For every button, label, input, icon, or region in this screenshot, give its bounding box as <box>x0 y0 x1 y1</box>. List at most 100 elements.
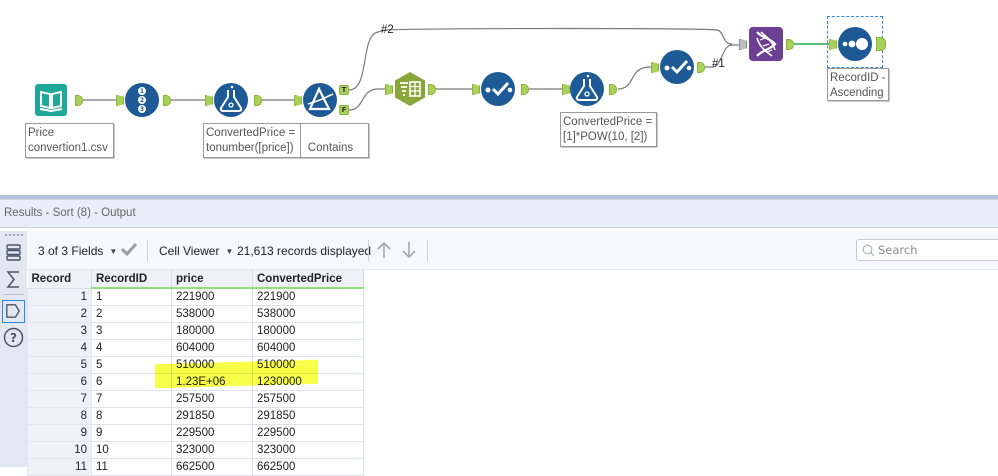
drag-grip-icon[interactable] <box>5 234 23 236</box>
cell-viewer-dropdown[interactable]: Cell Viewer▼ <box>159 244 233 258</box>
tool-sort[interactable] <box>837 26 873 62</box>
row-number-cell[interactable]: 3 <box>27 321 92 340</box>
data-view-button[interactable] <box>3 242 24 263</box>
price-cell[interactable]: 1.23E+06 <box>171 372 253 391</box>
column-header-recordid[interactable]: RecordID <box>91 270 172 289</box>
search-input[interactable] <box>878 242 998 258</box>
price-cell[interactable]: 180000 <box>171 321 253 340</box>
price-cell[interactable]: 221900 <box>171 287 253 306</box>
price-cell[interactable]: 604000 <box>171 338 253 357</box>
row-number-cell[interactable]: 4 <box>27 338 92 357</box>
tool-select-2[interactable] <box>659 49 695 85</box>
filter-true-anchor[interactable]: T <box>339 85 349 95</box>
filter-input-anchor[interactable] <box>294 95 302 106</box>
price-cell[interactable]: 229500 <box>171 423 253 442</box>
recordid-cell[interactable]: 3 <box>91 321 172 340</box>
recordid-cell[interactable]: 8 <box>91 406 172 425</box>
output-view-button[interactable] <box>2 300 25 323</box>
union-input-anchor[interactable] <box>739 39 747 50</box>
filter-false-anchor[interactable]: F <box>339 105 349 115</box>
select1-input-anchor[interactable] <box>472 84 480 95</box>
column-header-record[interactable]: Record <box>27 270 92 289</box>
recordid-cell[interactable]: 6 <box>91 372 172 391</box>
convertedprice-cell[interactable]: 323000 <box>252 440 364 459</box>
sort-input-anchor[interactable] <box>829 39 837 50</box>
select2-output-anchor[interactable] <box>697 62 705 73</box>
fields-selector-dropdown[interactable]: 3 of 3 Fields▼ <box>38 244 117 258</box>
input-output-anchor[interactable] <box>75 95 83 106</box>
metadata-view-button[interactable] <box>3 269 24 290</box>
convertedprice-cell[interactable]: 180000 <box>252 321 364 340</box>
price-cell[interactable]: 291850 <box>171 406 253 425</box>
price-cell[interactable]: 538000 <box>171 304 253 323</box>
convertedprice-cell[interactable]: 604000 <box>252 338 364 357</box>
tool-text-to-columns[interactable] <box>392 71 428 107</box>
price-cell[interactable]: 510000 <box>171 355 253 374</box>
scroll-down-button[interactable] <box>401 241 417 262</box>
convertedprice-cell[interactable]: 221900 <box>252 287 364 306</box>
row-number-cell[interactable]: 8 <box>27 406 92 425</box>
formula1-input-anchor[interactable] <box>205 95 213 106</box>
apply-checkmark-button[interactable] <box>120 240 138 261</box>
sigma-icon <box>6 271 19 288</box>
row-number-cell[interactable]: 6 <box>27 372 92 391</box>
sort-output-anchor[interactable] <box>876 37 886 51</box>
select1-output-anchor[interactable] <box>521 84 529 95</box>
row-number-cell[interactable]: 5 <box>27 355 92 374</box>
recordid-cell[interactable]: 2 <box>91 304 172 323</box>
convertedprice-cell[interactable]: 291850 <box>252 406 364 425</box>
union-output-anchor[interactable] <box>786 39 794 50</box>
price-cell[interactable]: 257500 <box>171 389 253 408</box>
recordid-cell[interactable]: 7 <box>91 389 172 408</box>
search-box[interactable] <box>856 239 998 261</box>
tool-select-1[interactable] <box>480 71 516 107</box>
scroll-up-button[interactable] <box>376 241 392 262</box>
recordid-cell[interactable]: 10 <box>91 440 172 459</box>
tool-input-data[interactable] <box>33 82 69 118</box>
recordid-cell[interactable]: 9 <box>91 423 172 442</box>
row-number-cell[interactable]: 2 <box>27 304 92 323</box>
recordid-input-anchor[interactable] <box>116 95 124 106</box>
rail-divider <box>4 294 24 295</box>
convertedprice-cell[interactable]: 1230000 <box>252 372 364 391</box>
column-header-convertedprice[interactable]: ConvertedPrice <box>252 270 364 289</box>
tool-record-id[interactable]: 1 2 3 <box>124 82 160 118</box>
select-check-icon <box>660 50 694 84</box>
row-number-cell[interactable]: 1 <box>27 287 92 306</box>
convertedprice-cell[interactable]: 257500 <box>252 389 364 408</box>
recordid-cell[interactable]: 4 <box>91 338 172 357</box>
formula1-output-anchor[interactable] <box>254 95 262 106</box>
tool-filter[interactable] <box>302 82 338 118</box>
textcols-output-anchor[interactable] <box>428 84 436 95</box>
panel-splitter[interactable] <box>0 195 998 200</box>
tool-formula-1[interactable] <box>213 82 249 118</box>
column-header-price[interactable]: price <box>171 270 253 289</box>
select2-input-anchor[interactable] <box>651 62 659 73</box>
recordid-cell[interactable]: 5 <box>91 355 172 374</box>
row-number-cell[interactable]: 10 <box>27 440 92 459</box>
workflow-canvas[interactable]: Price convertion1.csv 1 2 3 ConvertedPri… <box>0 0 998 195</box>
row-number-cell[interactable]: 7 <box>27 389 92 408</box>
recordid-output-anchor[interactable] <box>163 95 171 106</box>
convertedprice-cell[interactable]: 510000 <box>252 355 364 374</box>
convertedprice-cell[interactable]: 538000 <box>252 304 364 323</box>
convertedprice-cell[interactable]: 229500 <box>252 423 364 442</box>
price-cell[interactable]: 323000 <box>171 440 253 459</box>
recordid-cell[interactable]: 1 <box>91 287 172 306</box>
filter-prism-icon <box>303 83 337 117</box>
row-number-cell[interactable]: 9 <box>27 423 92 442</box>
formula2-output-anchor[interactable] <box>609 84 617 95</box>
help-button[interactable]: ? <box>3 327 24 348</box>
tool-formula-2[interactable] <box>569 71 605 107</box>
tool-union[interactable] <box>748 26 784 62</box>
